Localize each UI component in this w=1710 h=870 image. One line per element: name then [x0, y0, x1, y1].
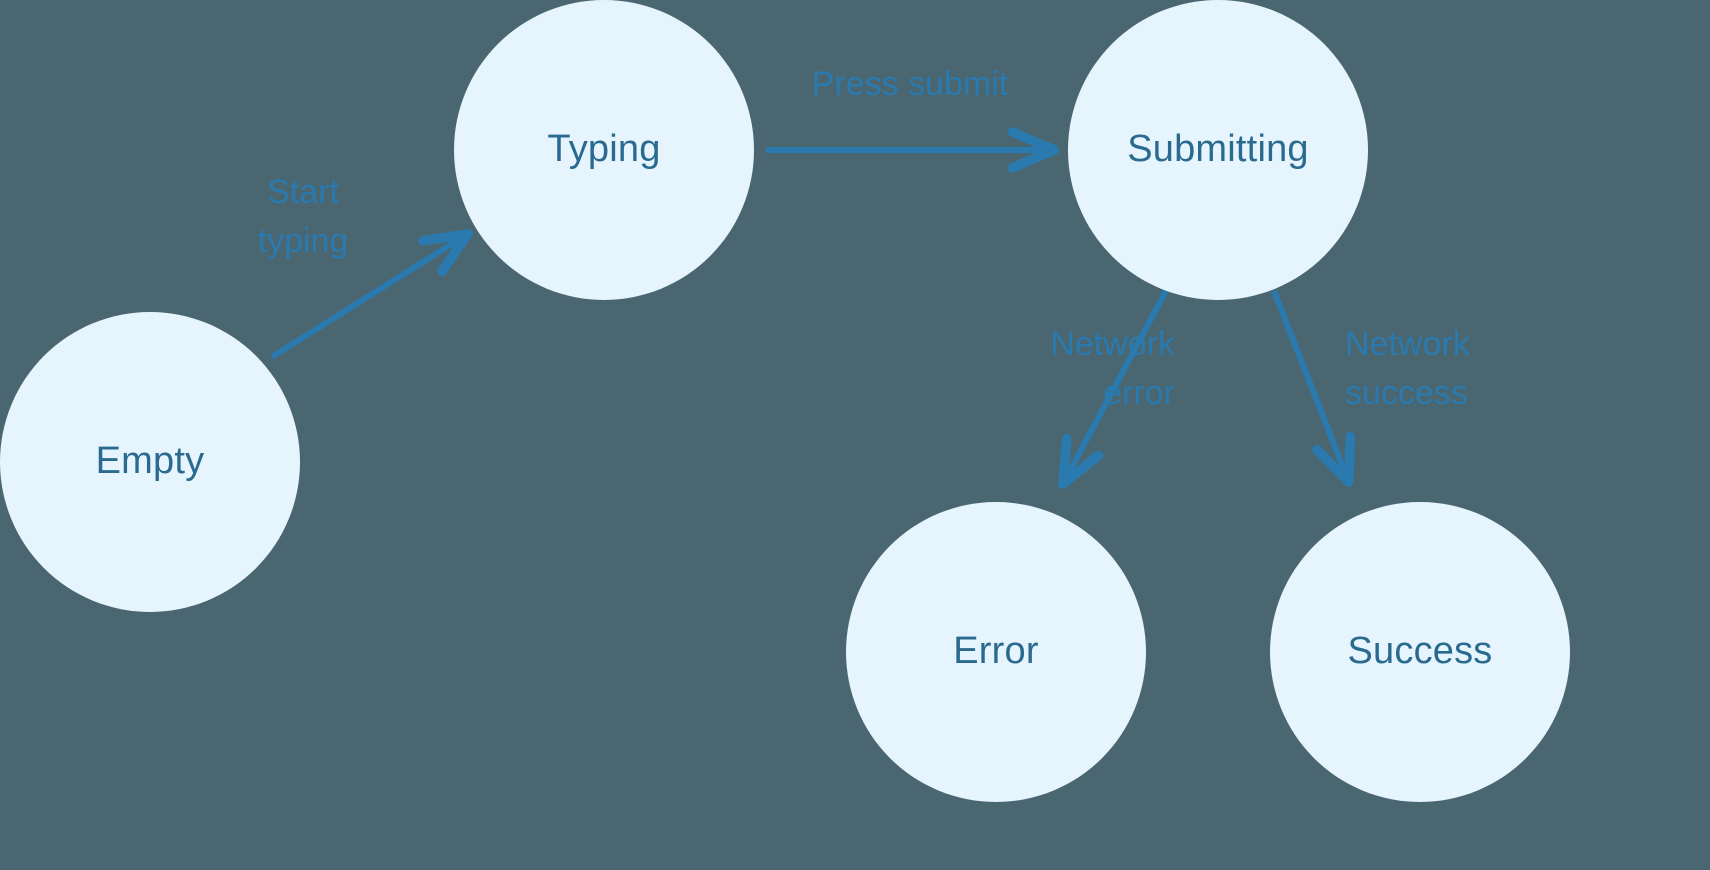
edge-submitting-to-success: [1271, 289, 1356, 488]
state-node-success[interactable]: Success: [1270, 502, 1570, 802]
state-node-empty[interactable]: Empty: [0, 312, 300, 612]
state-node-label: Empty: [95, 440, 205, 483]
state-node-error[interactable]: Error: [846, 502, 1146, 802]
state-node-label: Typing: [547, 128, 661, 171]
edge-label-network-success: Network success: [1345, 325, 1470, 413]
state-node-submitting[interactable]: Submitting: [1068, 0, 1368, 300]
state-node-label: Success: [1347, 630, 1493, 673]
state-node-typing[interactable]: Typing: [454, 0, 754, 300]
edge-label-start-typing: Start typing: [257, 173, 349, 261]
state-node-label: Error: [953, 630, 1039, 673]
edge-label-network-error: Network error: [1050, 325, 1175, 413]
edge-label-press-submit: Press submit: [811, 65, 1009, 103]
state-node-label: Submitting: [1127, 128, 1309, 171]
